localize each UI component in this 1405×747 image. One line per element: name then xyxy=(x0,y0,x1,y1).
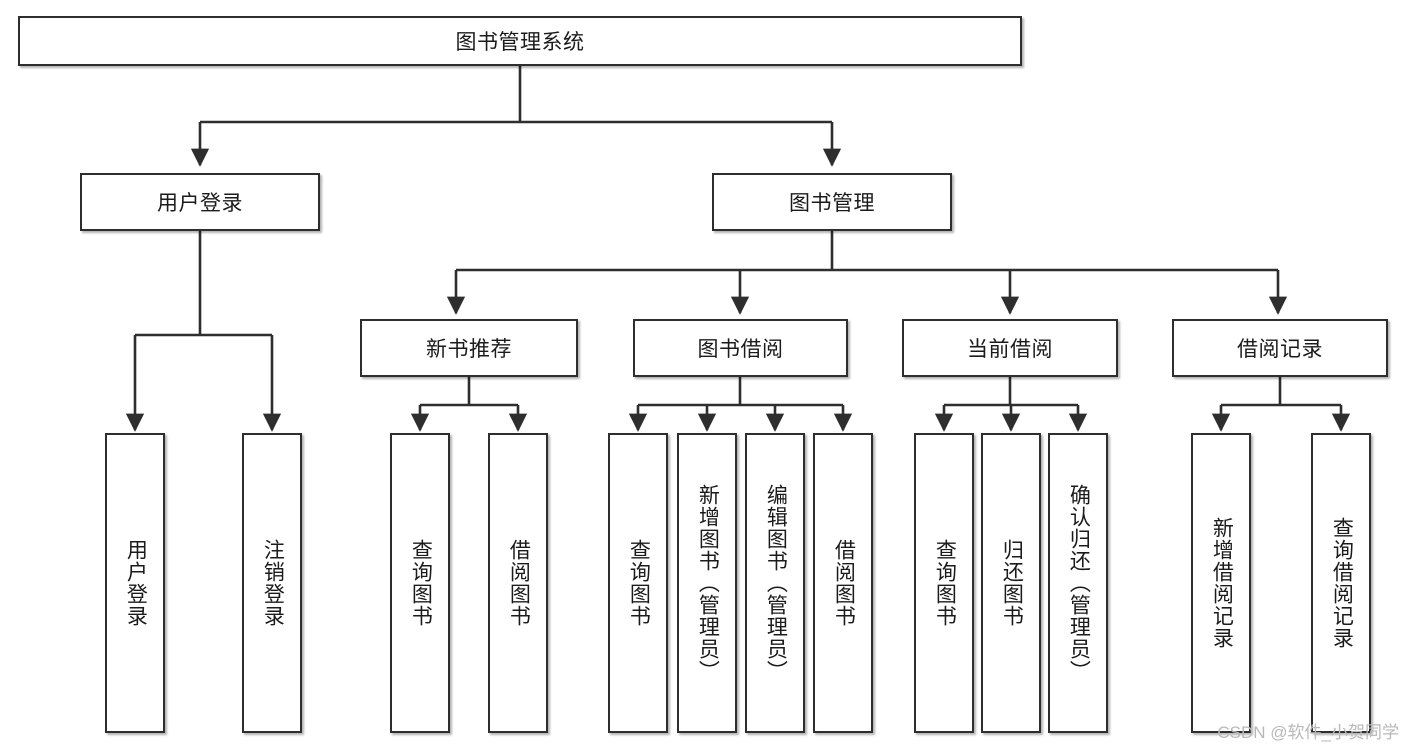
node-label: 查询图书 xyxy=(933,539,957,627)
node-label: 借阅图书 xyxy=(507,539,531,627)
node-leaf-borrow-book-1[interactable]: 借阅图书 xyxy=(488,433,548,733)
node-leaf-query-record[interactable]: 查询借阅记录 xyxy=(1311,433,1371,733)
node-leaf-add-record[interactable]: 新增借阅记录 xyxy=(1191,433,1251,733)
node-borrow-record[interactable]: 借阅记录 xyxy=(1172,319,1388,377)
node-user-login[interactable]: 用户登录 xyxy=(80,173,320,231)
node-leaf-return-book[interactable]: 归还图书 xyxy=(981,433,1041,733)
node-label: 查询图书 xyxy=(409,539,433,627)
node-label: 借阅图书 xyxy=(832,539,856,627)
node-leaf-query-book-1[interactable]: 查询图书 xyxy=(390,433,450,733)
node-label: 新增借阅记录 xyxy=(1210,517,1234,649)
node-label: 图书借阅 xyxy=(697,338,784,361)
node-leaf-query-book-2[interactable]: 查询图书 xyxy=(608,433,668,733)
node-label: 图书管理 xyxy=(789,192,875,215)
node-leaf-logout[interactable]: 注销登录 xyxy=(242,433,302,733)
csdn-watermark: CSDN @软件_小贺同学 xyxy=(1217,723,1399,742)
node-leaf-query-book-3[interactable]: 查询图书 xyxy=(914,433,974,733)
node-label: 借阅记录 xyxy=(1237,338,1323,361)
node-leaf-borrow-book-2[interactable]: 借阅图书 xyxy=(813,433,873,733)
node-label: 确认归还（管理员） xyxy=(1067,484,1091,682)
node-label: 编辑图书（管理员） xyxy=(764,484,788,682)
node-label: 用户登录 xyxy=(124,539,148,627)
node-current-borrow[interactable]: 当前借阅 xyxy=(902,319,1118,377)
node-label: 查询图书 xyxy=(627,539,651,627)
node-leaf-edit-book[interactable]: 编辑图书（管理员） xyxy=(745,433,805,733)
node-leaf-confirm-return[interactable]: 确认归还（管理员） xyxy=(1048,433,1108,733)
node-book-management[interactable]: 图书管理 xyxy=(712,173,952,231)
node-label: 归还图书 xyxy=(1000,539,1024,627)
node-book-borrow[interactable]: 图书借阅 xyxy=(633,319,848,377)
node-label: 新增图书（管理员） xyxy=(696,484,720,682)
node-root-system[interactable]: 图书管理系统 xyxy=(18,16,1022,66)
node-label: 当前借阅 xyxy=(967,338,1053,361)
node-label: 查询借阅记录 xyxy=(1330,517,1354,649)
node-new-book-recommend[interactable]: 新书推荐 xyxy=(360,319,578,377)
node-leaf-add-book[interactable]: 新增图书（管理员） xyxy=(677,433,737,733)
node-label: 用户登录 xyxy=(157,192,243,215)
node-label: 注销登录 xyxy=(261,539,285,627)
node-leaf-user-login[interactable]: 用户登录 xyxy=(105,433,165,733)
node-label: 图书管理系统 xyxy=(455,31,585,54)
node-label: 新书推荐 xyxy=(426,338,512,361)
